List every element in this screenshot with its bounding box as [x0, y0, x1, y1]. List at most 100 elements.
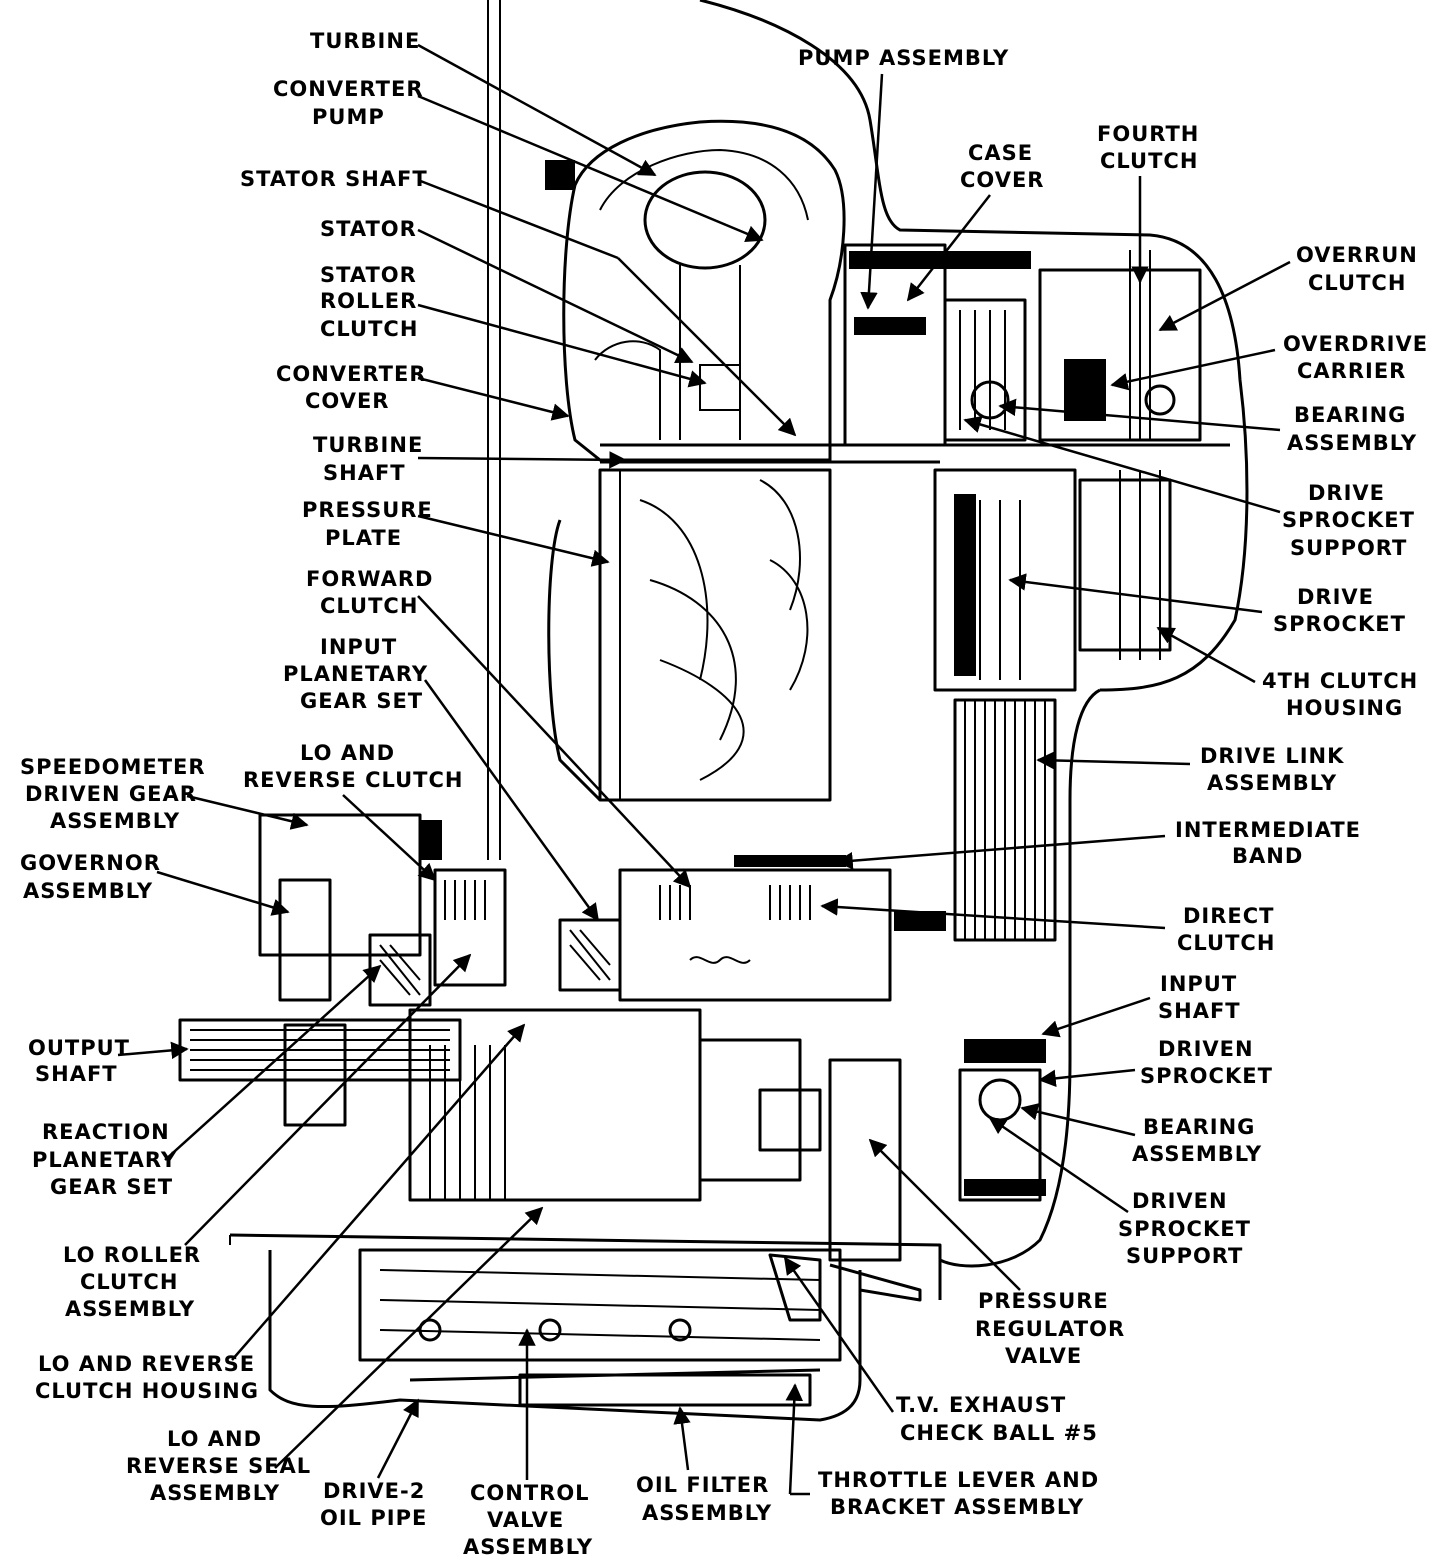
label-text: FORWARD: [306, 567, 433, 591]
label-text: SUPPORT: [1290, 536, 1407, 560]
label-text: SHAFT: [1158, 999, 1241, 1023]
label-text: FOURTH: [1097, 122, 1199, 146]
label-text: CASE: [968, 141, 1033, 165]
label-text: GEAR SET: [50, 1175, 173, 1199]
label-text: BRACKET ASSEMBLY: [830, 1495, 1084, 1519]
label-text: BAND: [1232, 844, 1303, 868]
label-pump-assembly: PUMP ASSEMBLY: [798, 46, 1009, 310]
label-text: BEARING: [1143, 1115, 1255, 1139]
label-text: OIL PIPE: [320, 1506, 427, 1530]
label-text: OVERRUN: [1296, 243, 1418, 267]
label-text: DRIVEN: [1158, 1037, 1254, 1061]
label-reaction-planetary-gear-set: REACTION PLANETARY GEAR SET: [32, 964, 382, 1199]
label-text: GOVERNOR: [20, 851, 161, 875]
label-text: SPROCKET: [1273, 612, 1406, 636]
label-text: ROLLER: [320, 289, 417, 313]
label-text: OUTPUT: [28, 1036, 130, 1060]
label-text: LO ROLLER: [63, 1243, 201, 1267]
label-text: REACTION: [42, 1120, 170, 1144]
label-text: REVERSE SEAL: [126, 1454, 311, 1478]
label-text: CLUTCH HOUSING: [35, 1379, 259, 1403]
label-drive-sprocket-support: DRIVE SPROCKET SUPPORT: [963, 416, 1414, 560]
label-text: LO AND: [167, 1427, 262, 1451]
label-text: SPROCKET: [1140, 1064, 1273, 1088]
label-text: CONTROL: [470, 1481, 590, 1505]
label-text: DRIVE LINK: [1200, 744, 1344, 768]
label-lo-roller-clutch-assembly: LO ROLLER CLUTCH ASSEMBLY: [63, 953, 472, 1321]
label-drive-2-oil-pipe: DRIVE-2 OIL PIPE: [320, 1398, 427, 1530]
label-text: SHAFT: [323, 461, 406, 485]
label-text: CLUTCH: [80, 1270, 178, 1294]
label-text: STATOR: [320, 263, 417, 287]
label-text: ASSEMBLY: [23, 879, 153, 903]
label-lo-and-reverse-clutch-housing: LO AND REVERSE CLUTCH HOUSING: [35, 1023, 526, 1403]
label-turbine: TURBINE: [310, 29, 657, 177]
label-text: SUPPORT: [1126, 1244, 1243, 1268]
label-text: BEARING: [1294, 403, 1406, 427]
label-text: PUMP ASSEMBLY: [798, 46, 1009, 70]
label-text: STATOR: [320, 217, 417, 241]
label-stator-shaft: STATOR SHAFT: [240, 167, 797, 437]
label-text: PUMP: [312, 105, 385, 129]
label-fourth-clutch-housing: 4TH CLUTCH HOUSING: [1156, 626, 1418, 720]
label-text: SPROCKET: [1118, 1217, 1251, 1241]
label-text: PRESSURE: [978, 1289, 1109, 1313]
label-text: ASSEMBLY: [1287, 431, 1417, 455]
label-text: CARRIER: [1297, 359, 1406, 383]
labels: TURBINE CONVERTER PUMP STATOR SHAFT STAT…: [20, 29, 1428, 1559]
label-input-planetary-gear-set: INPUT PLANETARY GEAR SET: [283, 635, 600, 922]
label-throttle-lever-and-bracket-assembly: THROTTLE LEVER AND BRACKET ASSEMBLY: [785, 1383, 1099, 1519]
label-converter-cover: CONVERTER COVER: [276, 362, 570, 421]
label-text: LO AND REVERSE: [38, 1352, 255, 1376]
label-text: CLUTCH: [320, 594, 418, 618]
label-forward-clutch: FORWARD CLUTCH: [306, 567, 692, 889]
label-lo-and-reverse-seal-assembly: LO AND REVERSE SEAL ASSEMBLY: [126, 1206, 544, 1505]
label-text: ASSEMBLY: [1207, 771, 1337, 795]
label-text: ASSEMBLY: [65, 1297, 195, 1321]
label-control-valve-assembly: CONTROL VALVE ASSEMBLY: [463, 1328, 593, 1559]
label-text: PLATE: [325, 526, 402, 550]
label-text: CLUTCH: [1177, 931, 1275, 955]
label-text: ASSEMBLY: [50, 809, 180, 833]
label-text: CHECK BALL #5: [900, 1421, 1098, 1445]
label-input-shaft: INPUT SHAFT: [1041, 972, 1241, 1038]
label-text: DRIVEN GEAR: [25, 782, 197, 806]
label-bearing-assembly-lower: BEARING ASSEMBLY: [1020, 1103, 1262, 1166]
label-stator: STATOR: [320, 217, 694, 364]
label-text: DRIVE: [1297, 585, 1374, 609]
label-tv-exhaust-check-ball: T.V. EXHAUST CHECK BALL #5: [783, 1256, 1098, 1445]
label-text: 4TH CLUTCH: [1262, 669, 1418, 693]
label-text: COVER: [960, 168, 1044, 192]
label-overdrive-carrier: OVERDRIVE CARRIER: [1110, 332, 1428, 391]
label-text: COVER: [305, 389, 389, 413]
label-driven-sprocket: DRIVEN SPROCKET: [1038, 1037, 1273, 1088]
label-text: DIRECT: [1183, 904, 1275, 928]
label-text: OVERDRIVE: [1283, 332, 1428, 356]
label-text: ASSEMBLY: [1132, 1142, 1262, 1166]
label-text: DRIVE: [1308, 481, 1385, 505]
label-drive-sprocket: DRIVE SPROCKET: [1008, 573, 1406, 636]
label-text: CONVERTER: [273, 77, 424, 101]
label-text: ASSEMBLY: [463, 1535, 593, 1559]
label-drive-link-assembly: DRIVE LINK ASSEMBLY: [1036, 744, 1344, 795]
label-text: DRIVEN: [1132, 1189, 1228, 1213]
label-text: DRIVE-2: [323, 1479, 425, 1503]
label-text: INTERMEDIATE: [1175, 818, 1361, 842]
label-text: THROTTLE LEVER AND: [818, 1468, 1099, 1492]
label-text: CLUTCH: [320, 317, 418, 341]
label-converter-pump: CONVERTER PUMP: [273, 77, 764, 242]
label-text: STATOR SHAFT: [240, 167, 428, 191]
label-bearing-assembly-upper: BEARING ASSEMBLY: [998, 398, 1417, 455]
label-text: GEAR SET: [300, 689, 423, 713]
label-pressure-regulator-valve: PRESSURE REGULATOR VALVE: [868, 1138, 1124, 1368]
label-text: CLUTCH: [1308, 271, 1406, 295]
label-text: VALVE: [1005, 1344, 1082, 1368]
label-text: PLANETARY: [283, 662, 428, 686]
label-text: VALVE: [487, 1508, 564, 1532]
label-text: HOUSING: [1286, 696, 1403, 720]
label-text: LO AND: [300, 741, 395, 765]
label-text: OIL FILTER: [636, 1473, 769, 1497]
label-speedometer-driven-gear-assembly: SPEEDOMETER DRIVEN GEAR ASSEMBLY: [20, 755, 309, 833]
label-case-cover: CASE COVER: [906, 141, 1044, 302]
